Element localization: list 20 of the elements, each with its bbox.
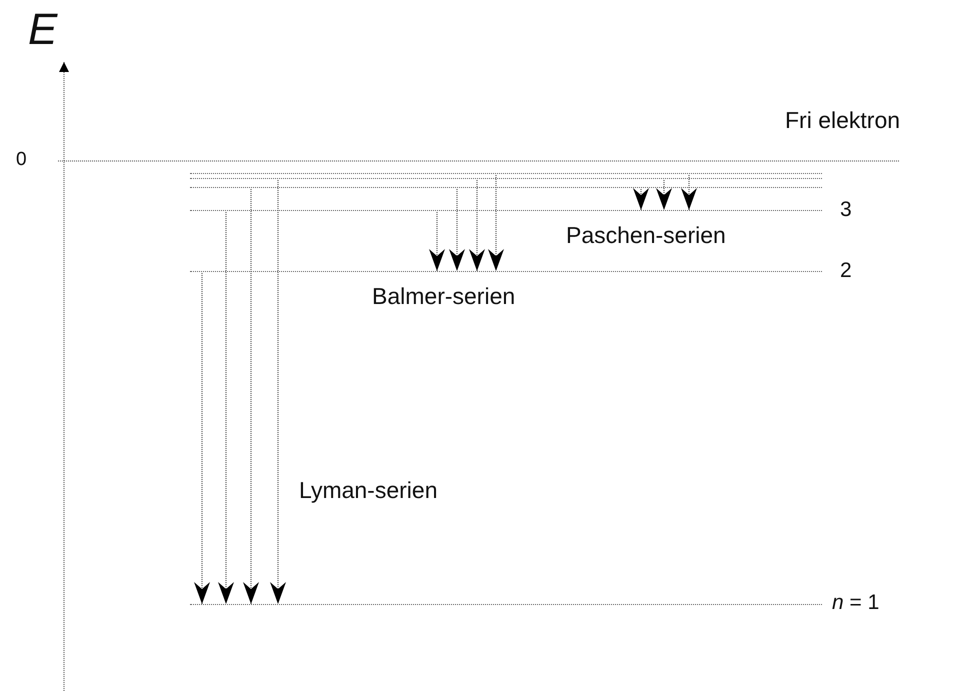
series-label: Paschen-serien — [566, 222, 726, 249]
level-label: Fri elektron — [785, 107, 900, 134]
series-label: Balmer-serien — [372, 283, 516, 310]
transition-arrow — [656, 180, 672, 210]
transition-arrow — [681, 174, 697, 210]
level-number: 2 — [840, 259, 852, 283]
level-number: n = 1 — [832, 591, 880, 615]
transition-arrow — [633, 188, 649, 210]
transition-arrow — [429, 212, 445, 272]
series-label: Lyman-serien — [299, 477, 438, 504]
transition-arrow — [243, 188, 259, 604]
transition-arrow — [449, 188, 465, 272]
transition-arrow — [218, 212, 234, 604]
transition-arrow — [488, 174, 504, 272]
axis-label: E — [28, 6, 58, 54]
transition-arrow — [270, 180, 286, 604]
transition-arrow — [469, 180, 485, 272]
transition-arrow — [194, 272, 210, 604]
tick-label: 0 — [16, 148, 27, 171]
level-number: 3 — [840, 198, 852, 222]
